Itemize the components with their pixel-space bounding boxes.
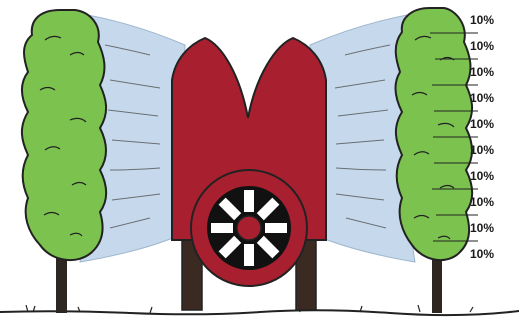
left-tree-trunk [56,245,67,313]
distribution-label: 10% [470,91,495,105]
level-ticks [430,32,478,242]
distribution-label: 10% [470,247,495,261]
distribution-label: 10% [470,143,495,157]
distribution-label: 10% [470,39,495,53]
right-tree-crown [394,7,473,261]
distribution-label: 10% [470,117,495,131]
fan [190,169,308,287]
ground-line [0,309,519,317]
distribution-label: 10% [470,195,495,209]
distribution-label: 10% [470,169,495,183]
distribution-label: 10% [470,13,495,27]
right-tree-trunk [432,245,442,313]
fan-blades [211,190,287,266]
fan-hub [236,215,262,241]
distribution-label: 10% [470,65,495,79]
right-tree [394,7,473,313]
spray-streaks [104,44,391,229]
left-tree [21,9,107,313]
distribution-label: 10% [470,221,495,235]
left-tree-crown [21,9,107,262]
